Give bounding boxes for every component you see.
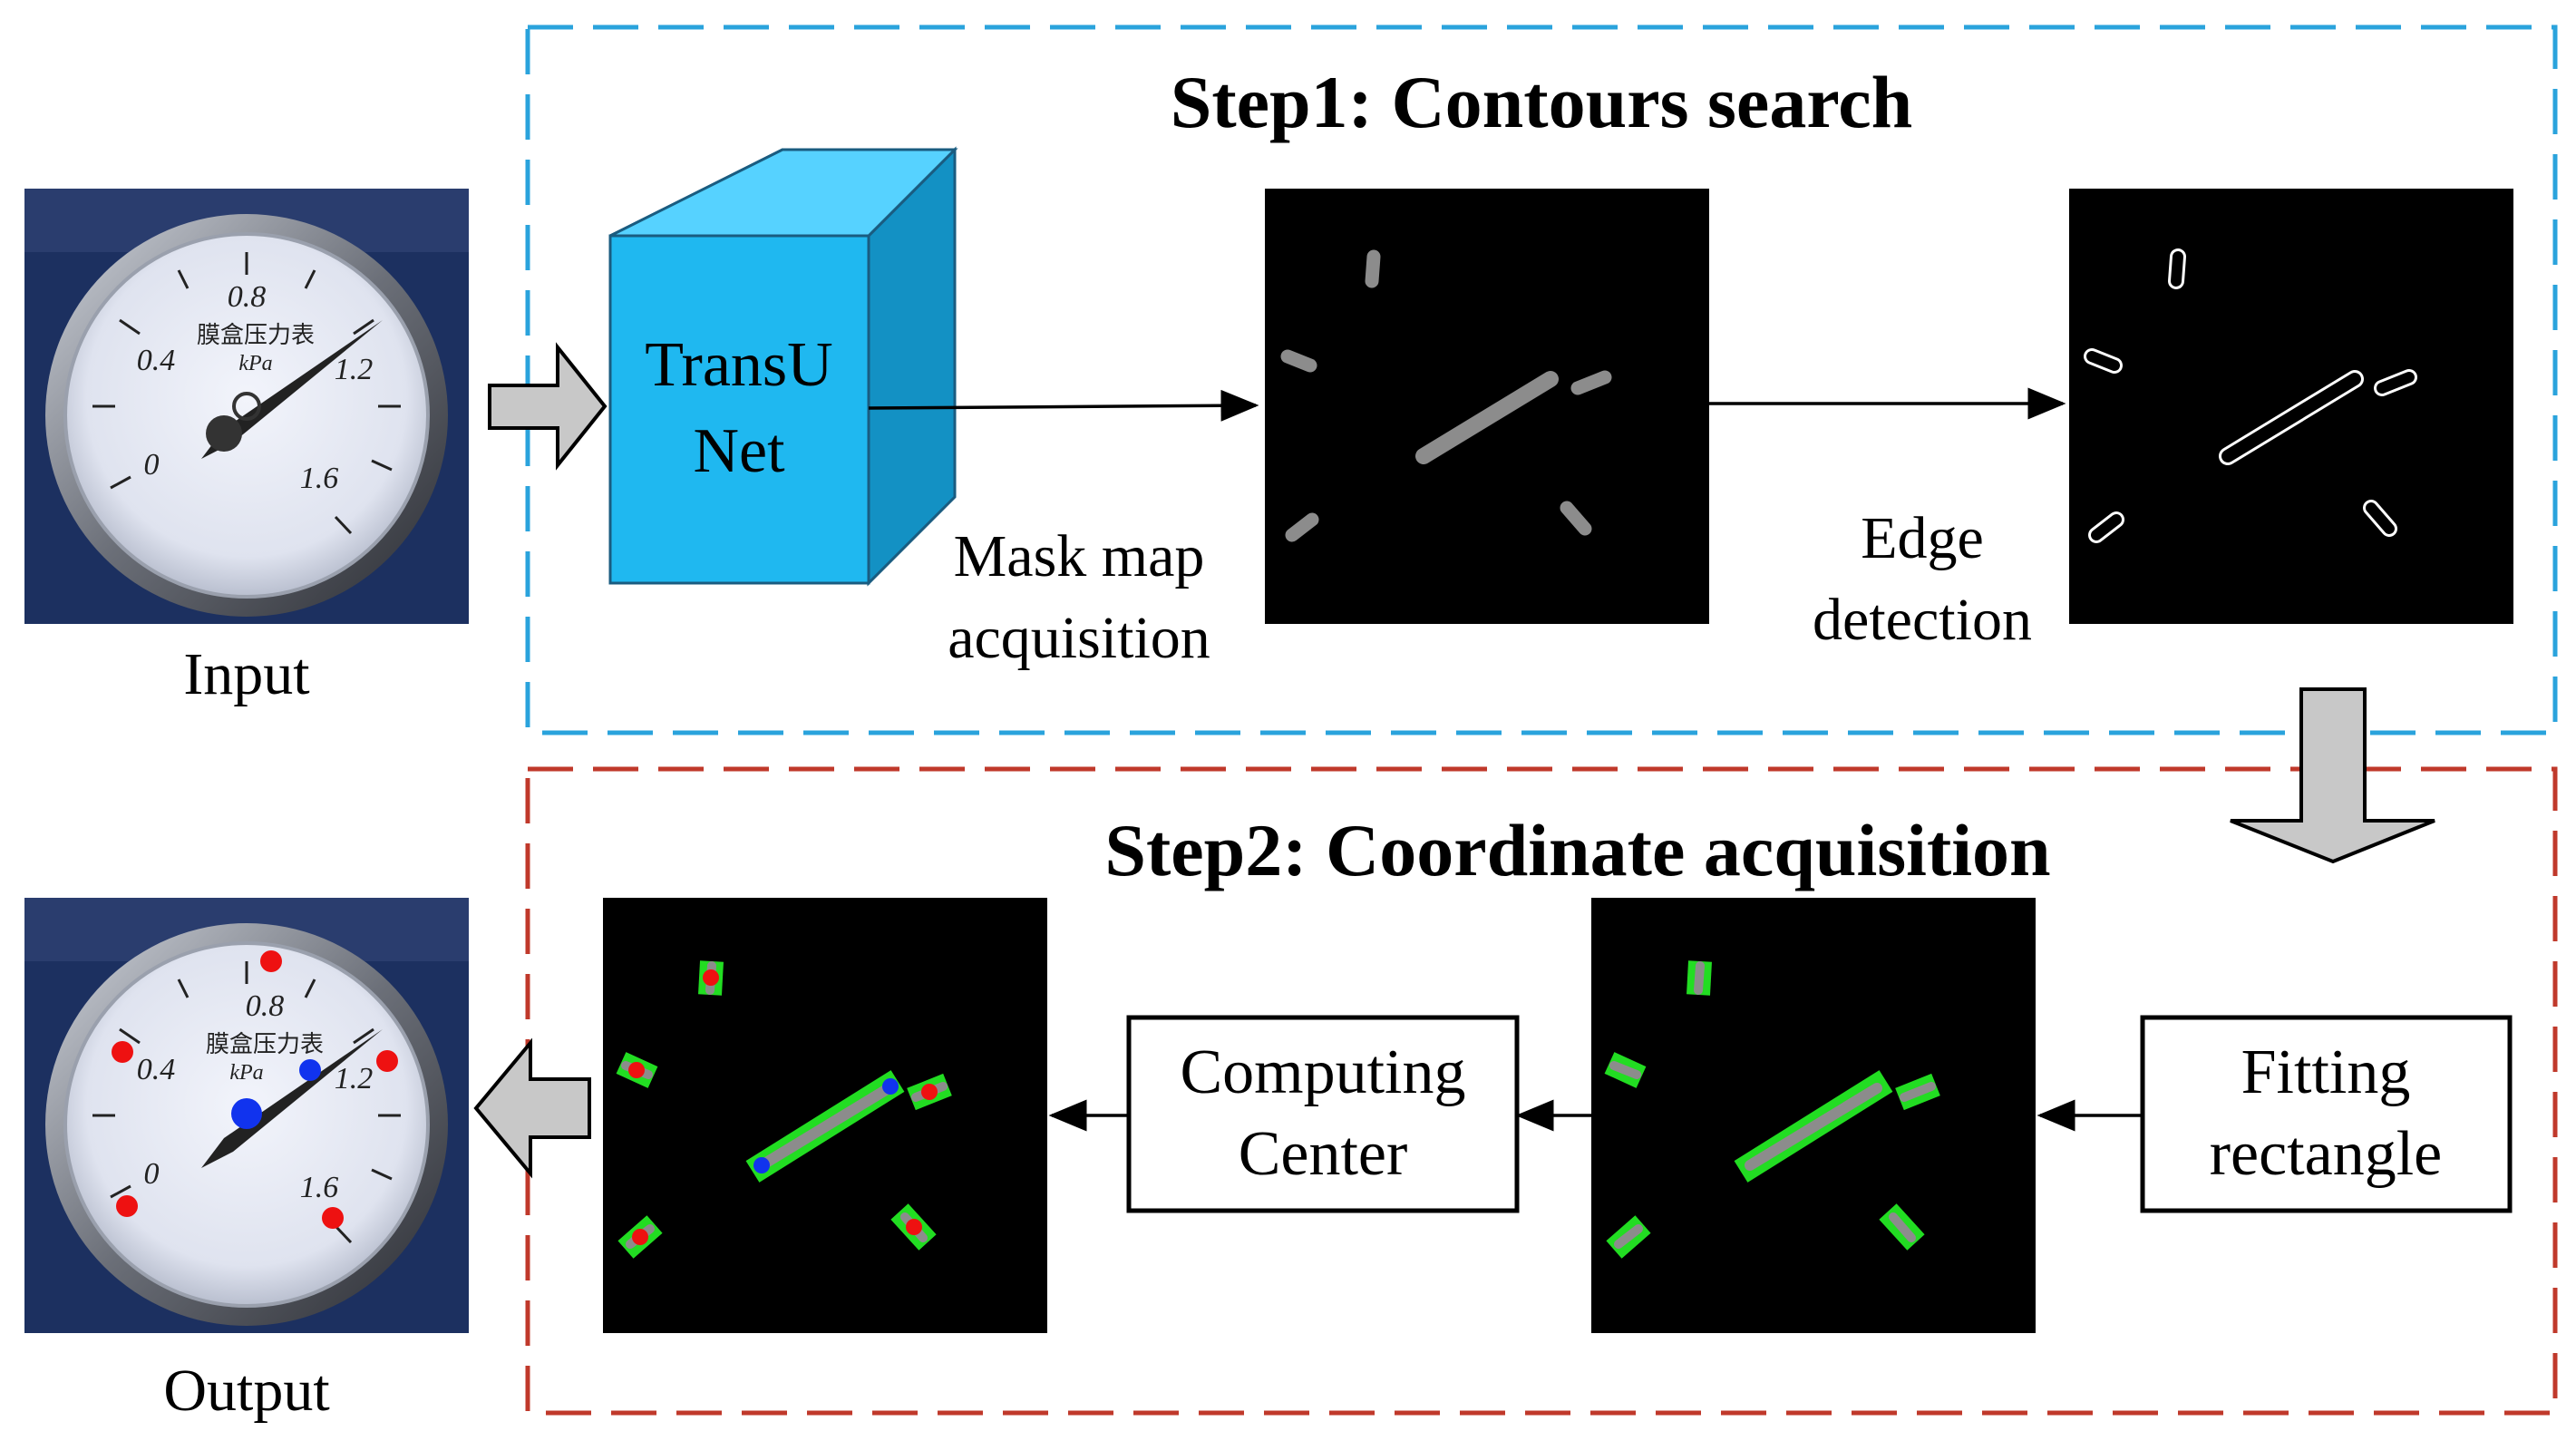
gauge-label-top: 0.8 <box>228 280 267 314</box>
computing-label-line1: Computing <box>1180 1037 1465 1107</box>
gauge-label-left: 0.4 <box>137 344 176 377</box>
gauge-label-top: 0.8 <box>246 989 285 1023</box>
output-gauge-image: 0.8 0.4 1.2 0 1.6 膜盒压力表 kPa <box>23 896 471 1335</box>
gauge-label-bottom-right: 1.6 <box>300 462 339 495</box>
edge-label-line1: Edge <box>1861 505 1984 571</box>
computing-center-box <box>1126 1015 1520 1213</box>
center-points-image <box>603 898 1047 1333</box>
gauge-needle <box>201 1029 383 1168</box>
gauge-label-zero: 0 <box>144 448 160 482</box>
gauge-unit-cn: 膜盒压力表 <box>197 322 315 348</box>
mask-label-line2: acquisition <box>948 605 1210 671</box>
edge-map-image <box>2069 189 2513 624</box>
fitting-label-line1: Fitting <box>2241 1037 2411 1107</box>
transunet-label-line2: Net <box>693 416 785 486</box>
gauge-label-right: 1.2 <box>335 1062 374 1095</box>
gauge-needle <box>201 320 383 459</box>
step2-box <box>525 766 2558 1416</box>
transunet-block: TransU Net <box>608 146 958 587</box>
edge-label-line2: detection <box>1813 587 2032 653</box>
block-arrow-icon <box>488 342 608 471</box>
computing-label-line2: Center <box>1239 1119 1408 1189</box>
output-label: Output <box>163 1358 329 1424</box>
transunet-label-line1: TransU <box>645 330 832 400</box>
input-label: Input <box>183 641 309 707</box>
gauge-label-bottom-right: 1.6 <box>300 1171 339 1204</box>
step1-title: Step1: Contours search <box>1171 61 1912 143</box>
gauge-unit: kPa <box>229 1061 263 1085</box>
block-arrow-icon <box>473 1037 591 1179</box>
mask-label-line1: Mask map <box>954 523 1205 589</box>
mask-map-image <box>1265 189 1709 624</box>
gauge-label-left: 0.4 <box>137 1053 176 1086</box>
gauge-label-right: 1.2 <box>335 353 374 386</box>
step2-title: Step2: Coordinate acquisition <box>1104 809 2050 891</box>
step1-box <box>525 24 2558 735</box>
block-arrow-icon <box>2230 687 2435 864</box>
fitted-rectangles-image <box>1591 898 2036 1333</box>
arrow-icon <box>868 389 1259 422</box>
fitting-label-line2: rectangle <box>2210 1119 2442 1189</box>
gauge-unit: kPa <box>238 352 272 375</box>
input-gauge-image: 0.8 0.4 1.2 0 1.6 膜盒压力表 kPa <box>23 187 471 626</box>
gauge-unit-cn: 膜盒压力表 <box>206 1031 324 1057</box>
gauge-label-zero: 0 <box>144 1157 160 1191</box>
